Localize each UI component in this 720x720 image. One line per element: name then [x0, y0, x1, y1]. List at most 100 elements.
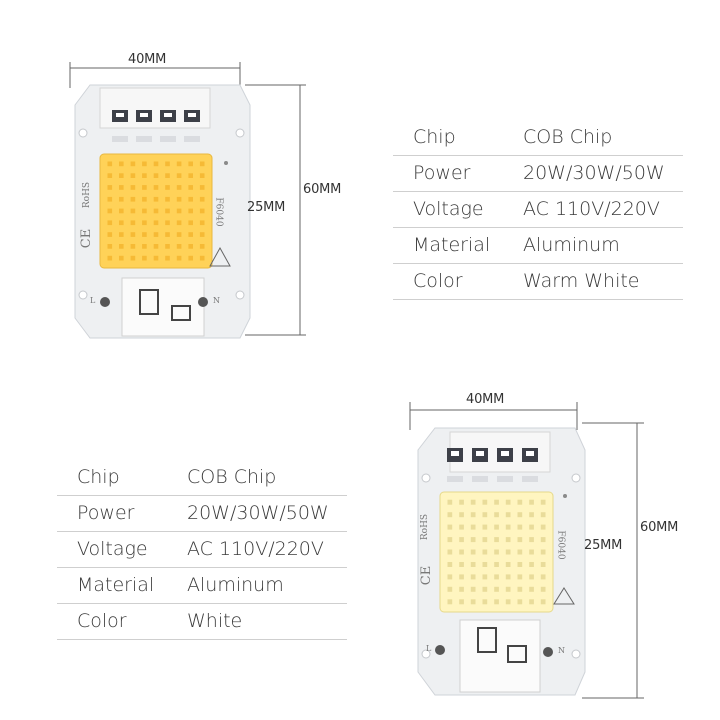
- led-dot: [119, 220, 124, 226]
- led-dot: [459, 499, 464, 505]
- led-dot: [188, 196, 193, 202]
- led-dot: [447, 512, 453, 518]
- spec-value: AC 110V/220V: [187, 538, 324, 560]
- led-dot: [130, 208, 136, 214]
- led-dot: [153, 220, 159, 226]
- led-dot: [142, 161, 147, 167]
- model-mark: F6040: [213, 197, 224, 227]
- led-dot: [529, 512, 534, 518]
- spec-value: 20W/30W/50W: [523, 162, 665, 184]
- led-dot: [142, 232, 147, 237]
- led-dot: [470, 599, 476, 605]
- led-dot: [153, 255, 159, 261]
- led-module-drawing: [69, 62, 306, 339]
- left-pin-mark: L: [426, 644, 432, 653]
- led-dot: [130, 185, 136, 190]
- spec-row: Power 20W/30W/50W: [393, 156, 683, 192]
- spec-row: Voltage AC 110V/220V: [393, 192, 683, 228]
- led-dot: [107, 173, 113, 178]
- led-dot: [199, 173, 205, 178]
- led-dot: [517, 549, 523, 555]
- led-dot: [494, 574, 499, 580]
- led-dot: [153, 208, 159, 214]
- led-dot: [199, 232, 205, 237]
- led-dot: [459, 586, 464, 592]
- led-dot: [199, 255, 205, 261]
- led-dot: [107, 161, 113, 167]
- led-dot: [505, 524, 511, 530]
- led-dot: [130, 161, 136, 167]
- led-dot: [176, 185, 182, 190]
- led-dot: [494, 499, 499, 505]
- led-dot: [130, 244, 136, 249]
- right-pin-mark: N: [558, 646, 565, 655]
- led-dot: [119, 244, 124, 249]
- led-dot: [199, 220, 205, 226]
- led-dot: [459, 562, 464, 567]
- led-dot: [107, 244, 113, 249]
- led-dot: [119, 161, 124, 167]
- led-dot: [188, 208, 193, 214]
- led-dot: [199, 244, 205, 249]
- spec-key: Voltage: [413, 198, 484, 220]
- led-dot: [529, 586, 534, 592]
- led-dot: [517, 499, 523, 505]
- led-dot: [540, 512, 546, 518]
- led-dot: [199, 208, 205, 214]
- led-dot: [540, 562, 546, 567]
- led-dot: [540, 586, 546, 592]
- rohs-mark: RoHS: [82, 181, 93, 209]
- product-white: 40MM 60MM 25MM RoHS CE F6040 L N: [400, 390, 710, 710]
- led-dot: [540, 549, 546, 555]
- led-dot: [130, 196, 136, 202]
- spec-key: Voltage: [77, 538, 148, 560]
- led-dot: [188, 244, 193, 249]
- led-dot: [470, 499, 476, 505]
- led-dot: [165, 196, 170, 202]
- led-dot: [165, 244, 170, 249]
- led-dot: [505, 499, 511, 505]
- led-dot: [142, 255, 147, 261]
- led-dot: [199, 185, 205, 190]
- spec-value: AC 110V/220V: [523, 198, 660, 220]
- spec-value: Aluminum: [523, 234, 620, 256]
- led-dot: [529, 499, 534, 505]
- led-dot: [470, 524, 476, 530]
- led-dot: [459, 599, 464, 605]
- led-dot: [482, 549, 488, 555]
- led-dot: [505, 562, 511, 567]
- spec-key: Power: [413, 162, 471, 184]
- led-dot: [142, 196, 147, 202]
- led-dot: [459, 537, 464, 543]
- led-dot: [517, 574, 523, 580]
- led-dot: [153, 185, 159, 190]
- led-dot: [529, 537, 534, 543]
- led-dot: [153, 196, 159, 202]
- led-dot: [165, 173, 170, 178]
- ce-mark: CE: [419, 565, 435, 586]
- led-dot: [459, 512, 464, 518]
- led-dot: [459, 574, 464, 580]
- led-dot: [529, 562, 534, 567]
- led-dot: [119, 185, 124, 190]
- led-dot: [482, 512, 488, 518]
- led-dot: [540, 524, 546, 530]
- led-dot: [494, 599, 499, 605]
- led-dot: [153, 161, 159, 167]
- led-dot: [482, 586, 488, 592]
- led-dot: [447, 549, 453, 555]
- width-dimension-label: 40MM: [466, 392, 505, 407]
- led-dot: [176, 208, 182, 214]
- led-dot: [188, 185, 193, 190]
- led-dot: [153, 232, 159, 237]
- led-dot: [505, 549, 511, 555]
- led-dot: [540, 574, 546, 580]
- led-dot: [505, 586, 511, 592]
- led-dot: [494, 537, 499, 543]
